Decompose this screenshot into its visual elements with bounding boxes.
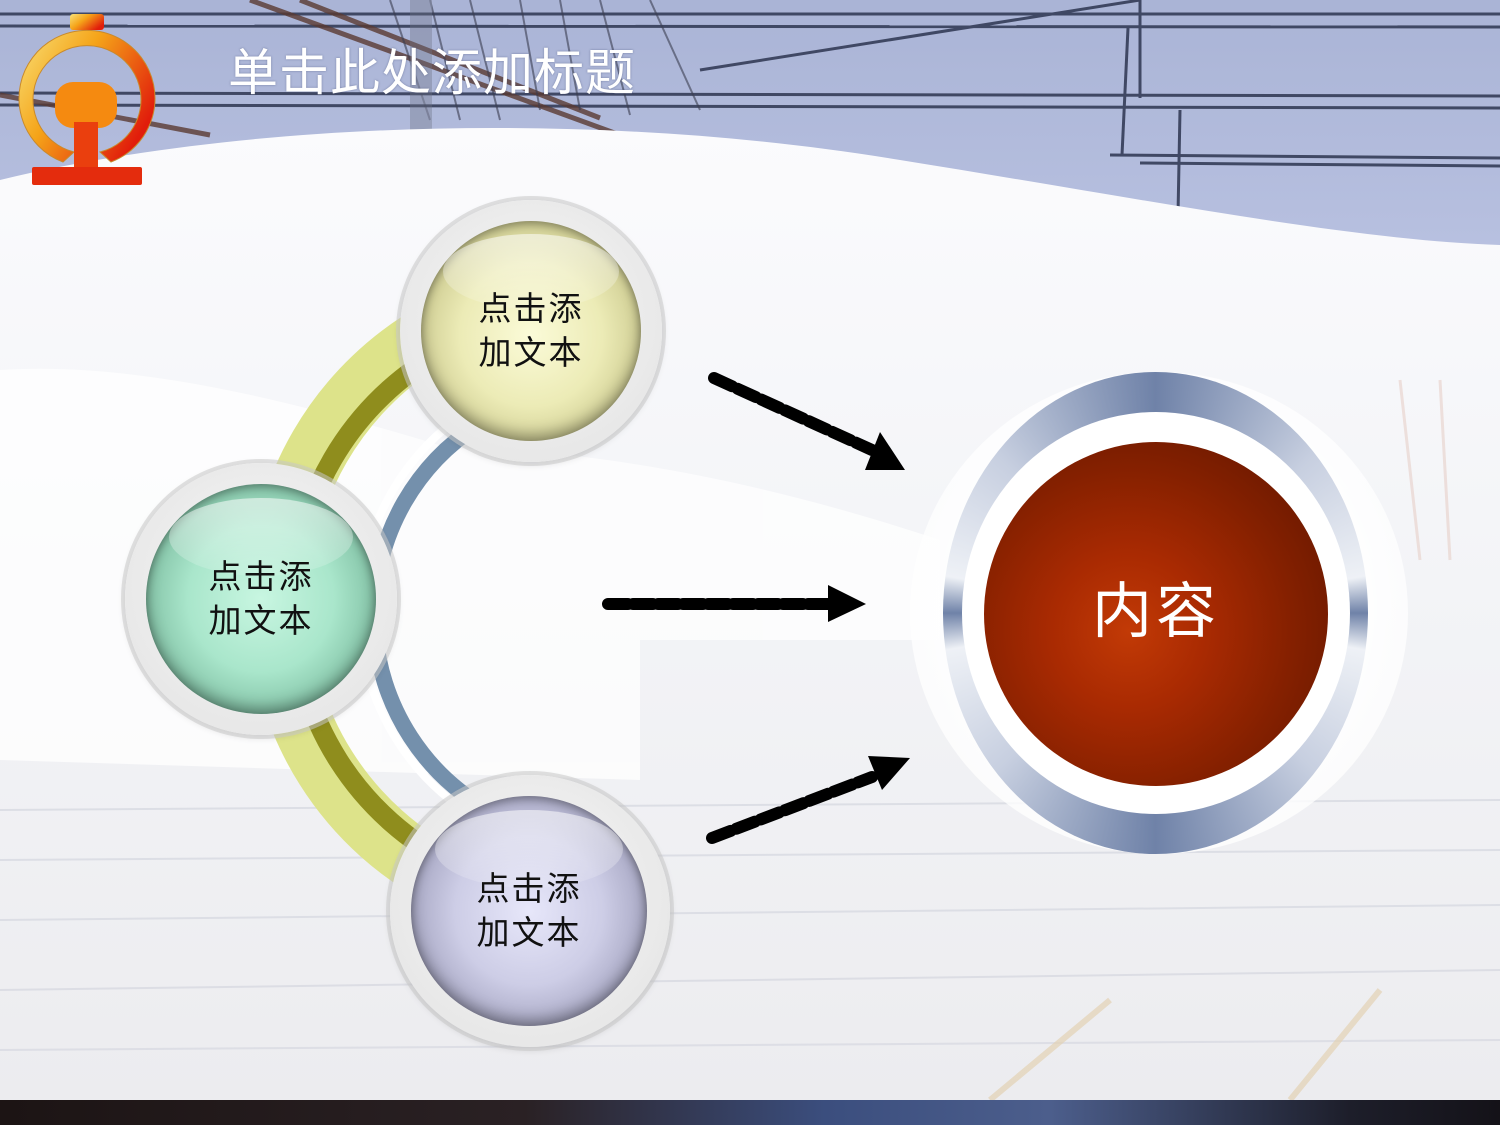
node-bottom-ball: 点击添 加文本 [411,796,647,1026]
slide-title[interactable]: 单击此处添加标题 [228,44,636,102]
node-middle-ball: 点击添 加文本 [146,484,376,714]
node-bottom-line2: 加文本 [476,913,582,952]
gloss-highlight [443,234,619,309]
gloss-highlight [169,497,353,576]
railway-logo-icon [18,14,156,185]
gloss-highlight [434,809,624,888]
target-label: 内容 [1092,576,1220,647]
footer-bar [0,1100,1500,1125]
node-middle-line1: 点击添 [208,557,314,596]
node-top-line1: 点击添 [478,289,584,328]
node-bottom-label: 点击添 加文本 [411,796,647,1026]
node-top-label: 点击添 加文本 [421,221,641,441]
node-bottom-line1: 点击添 [476,869,582,908]
node-bottom[interactable]: 点击添 加文本 [390,775,670,1047]
background-wires [0,0,1500,216]
target-node[interactable]: 内容 [984,442,1328,786]
node-top[interactable]: 点击添 加文本 [400,200,662,462]
node-middle[interactable]: 点击添 加文本 [125,463,397,735]
node-middle-label: 点击添 加文本 [146,484,376,714]
node-top-ball: 点击添 加文本 [421,221,641,441]
node-middle-line2: 加文本 [208,601,314,640]
node-top-line2: 加文本 [478,333,584,372]
